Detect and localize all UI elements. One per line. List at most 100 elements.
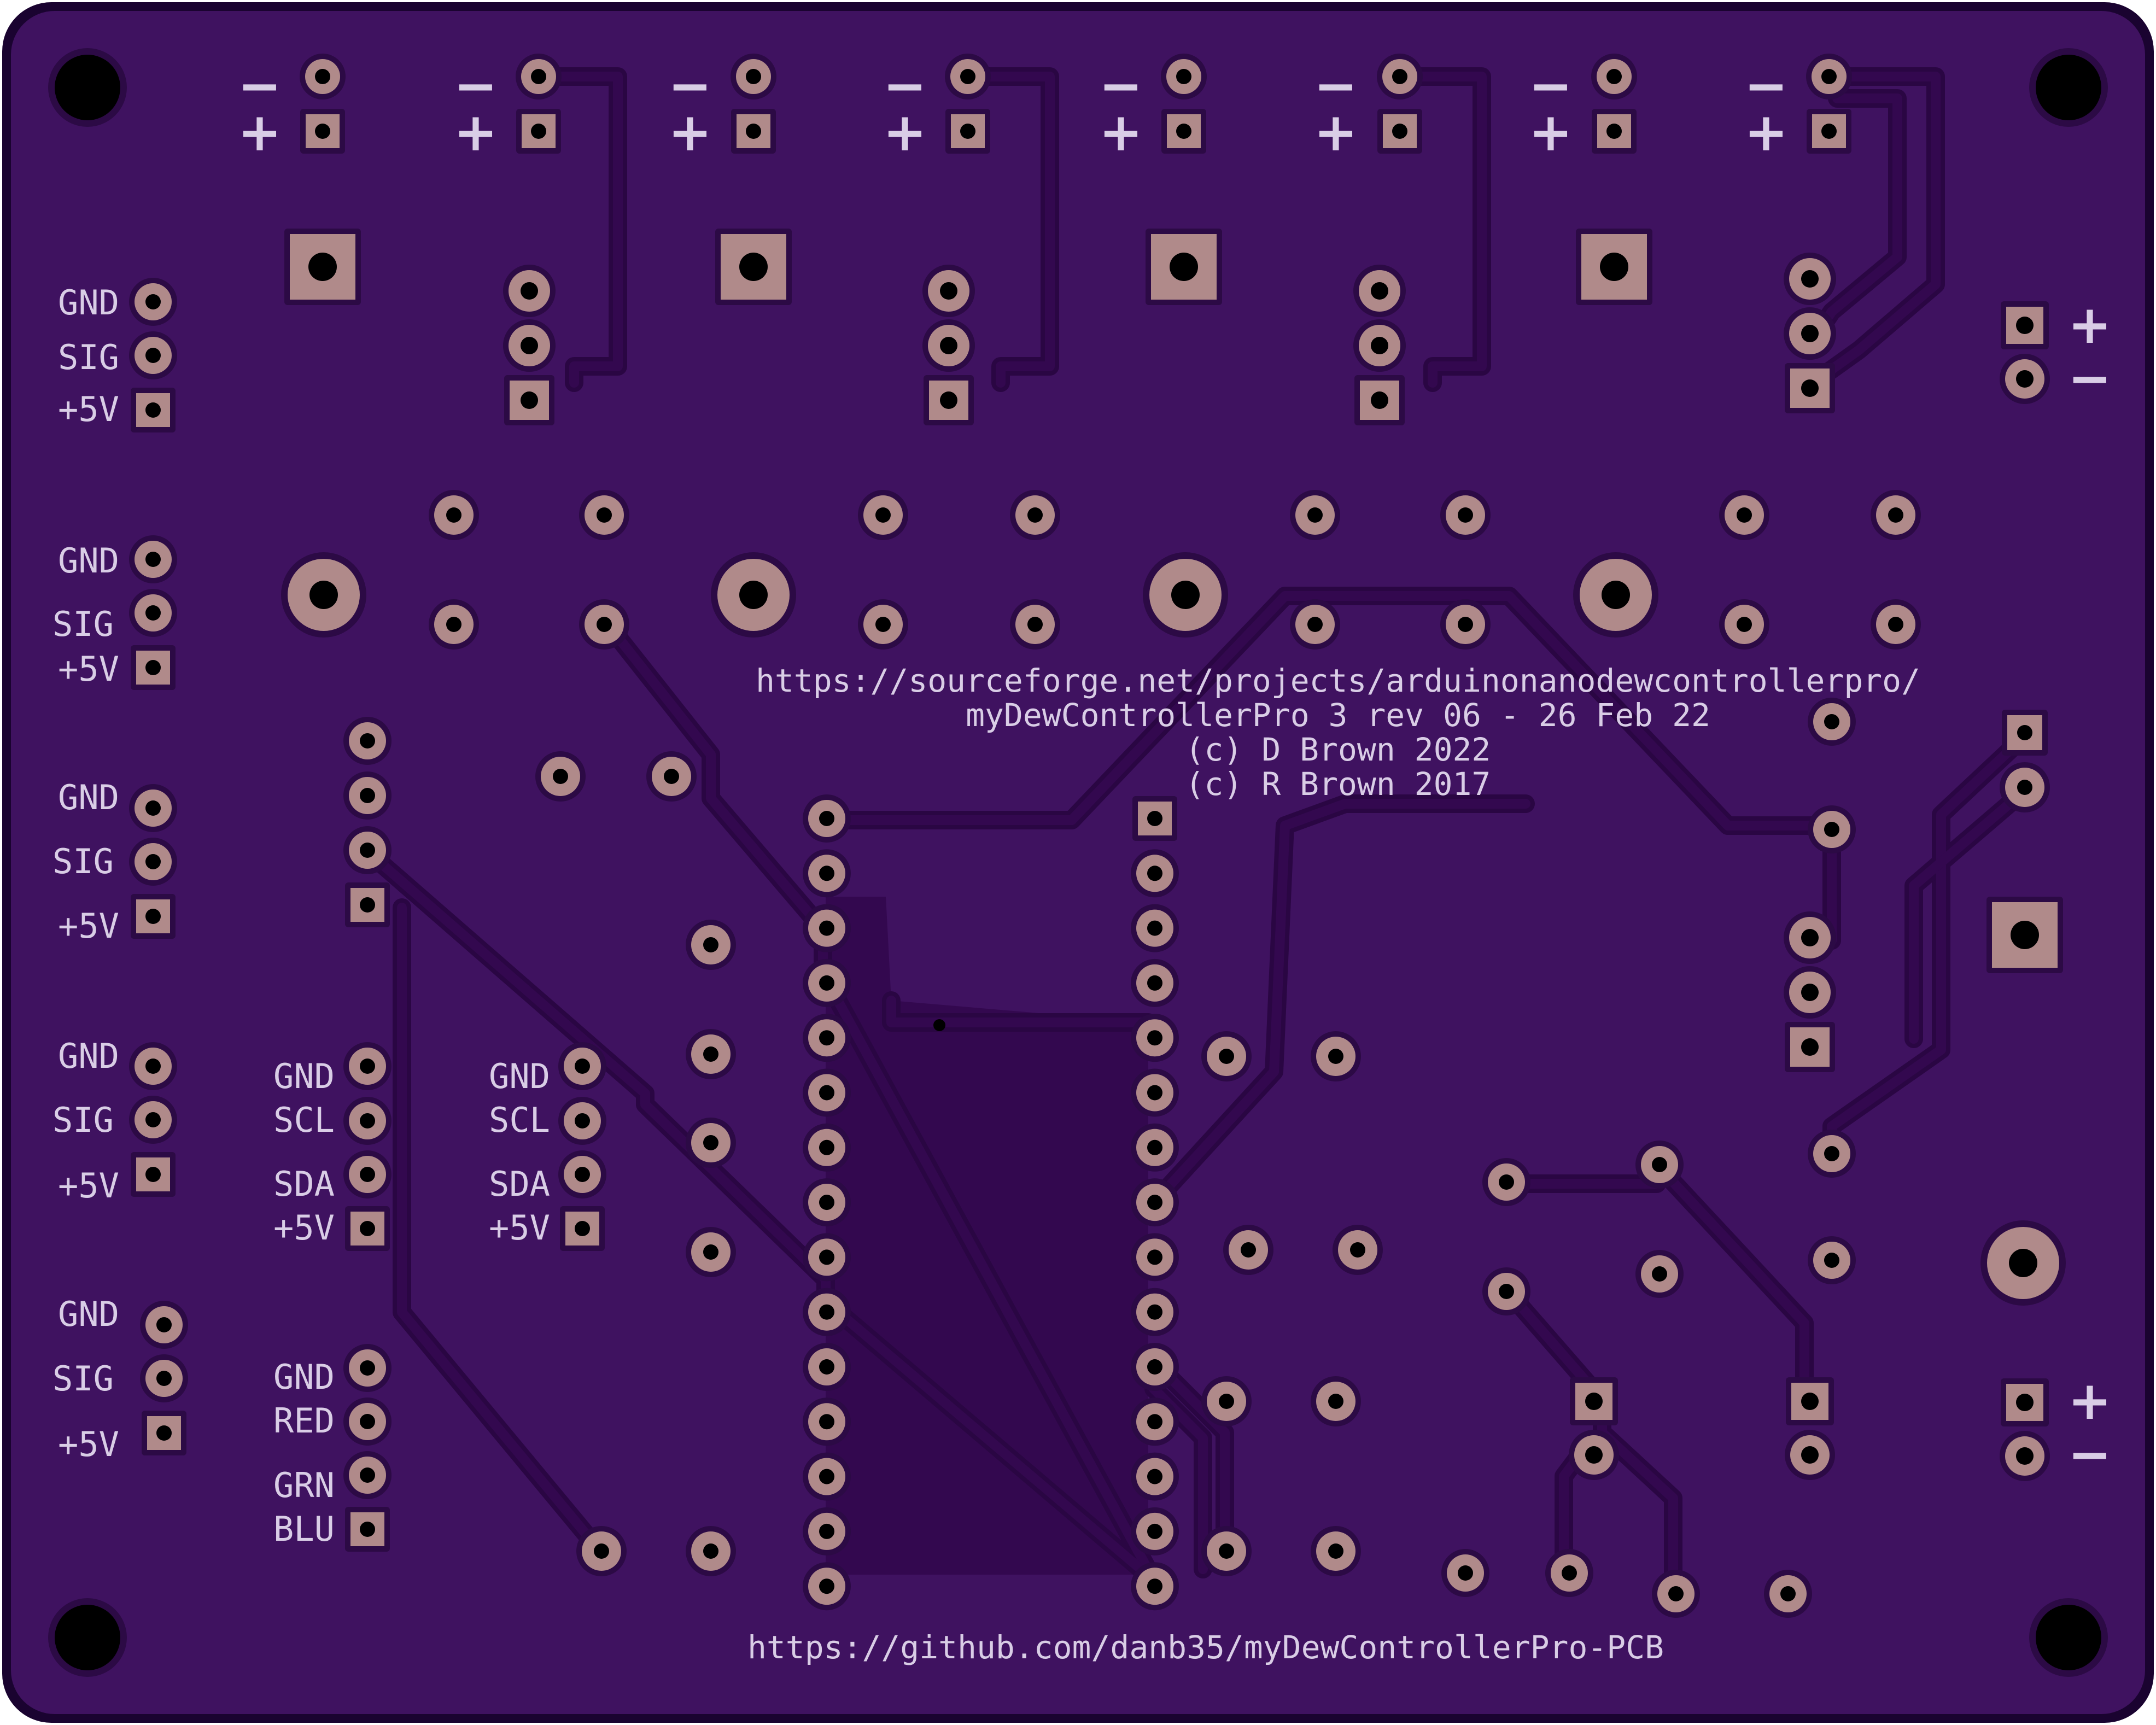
drill-hole <box>1821 69 1837 84</box>
drill-hole <box>145 909 161 924</box>
heater-minus-label: − <box>454 55 498 116</box>
drill-hole <box>1219 1543 1234 1559</box>
copper-trace <box>542 72 623 388</box>
heater-minus-label: − <box>238 55 282 116</box>
drill-hole <box>819 1139 834 1155</box>
copper-trace <box>823 591 1837 831</box>
drill-hole <box>145 552 161 567</box>
drill-hole <box>360 1221 375 1236</box>
drill-hole <box>531 124 546 139</box>
drill-hole <box>703 1046 718 1062</box>
drill-hole <box>1328 1049 1343 1064</box>
drill-hole <box>360 1167 375 1182</box>
drill-hole <box>2016 1394 2034 1411</box>
drill-hole <box>1801 1446 1819 1464</box>
drill-hole <box>1801 929 1819 946</box>
drill-hole <box>360 1467 375 1483</box>
mounting-hole <box>2036 1605 2101 1670</box>
drill-hole <box>703 1135 718 1150</box>
drill-hole <box>575 1059 590 1074</box>
drill-hole <box>819 1414 834 1430</box>
drill-hole <box>1737 507 1752 523</box>
copper-trace <box>1816 72 1941 382</box>
i2c-gnd-label: GND <box>273 1056 335 1096</box>
drill-hole <box>2017 780 2032 795</box>
drill-hole <box>1147 1030 1162 1046</box>
drill-hole <box>875 617 891 632</box>
drill-hole <box>819 1085 834 1101</box>
drill-hole <box>1392 124 1407 139</box>
drill-hole <box>315 69 330 84</box>
drill-hole <box>446 507 461 523</box>
drill-hole <box>1458 1565 1473 1581</box>
rgb-header-labels: GND RED GRN BLU <box>273 1357 335 1549</box>
drill-hole <box>1606 124 1622 139</box>
drill-hole <box>575 1221 590 1236</box>
drill-hole <box>703 1543 718 1559</box>
drill-hole <box>597 507 612 523</box>
drill-hole <box>145 1167 161 1182</box>
drill-hole <box>1147 1578 1162 1594</box>
drill-hole <box>1147 1359 1162 1375</box>
version-text: myDewControllerPro 3 rev 06 - 26 Feb 22 <box>966 697 1710 734</box>
drill-hole <box>1147 975 1162 991</box>
drill-hole <box>531 69 546 84</box>
drill-hole <box>360 1522 375 1537</box>
drill-hole <box>819 1030 834 1046</box>
via <box>933 1019 945 1031</box>
drill-hole <box>960 69 975 84</box>
drill-hole <box>746 69 761 84</box>
drill-hole <box>1241 1242 1256 1258</box>
drill-hole <box>1668 1586 1684 1601</box>
drill-hole <box>1499 1174 1514 1190</box>
drill-hole <box>156 1317 172 1332</box>
drill-hole <box>1652 1266 1667 1282</box>
heater-plus-label: + <box>238 102 282 163</box>
drill-hole <box>1027 507 1043 523</box>
heater-minus-label: − <box>883 55 927 116</box>
copper-trace <box>602 618 1159 1585</box>
drill-hole <box>664 769 679 784</box>
drill-hole <box>156 1371 172 1386</box>
drill-hole <box>819 1523 834 1539</box>
power-minus-label: − <box>2068 1424 2112 1485</box>
drill-hole <box>819 1249 834 1265</box>
heater-plus-label: + <box>883 102 927 163</box>
drill-hole <box>360 1059 375 1074</box>
drill-hole <box>1027 617 1043 632</box>
sensor-5v-label: +5V <box>58 906 119 946</box>
drill-hole <box>2011 921 2039 949</box>
drill-hole <box>1147 811 1162 826</box>
sensor-5v-label: +5V <box>58 1166 119 1206</box>
i2c-5v-label: +5V <box>489 1208 550 1248</box>
heater-plus-label: + <box>1314 102 1358 163</box>
drill-hole <box>145 854 161 869</box>
drill-hole <box>360 1113 375 1128</box>
drill-hole <box>1176 69 1191 84</box>
drill-hole <box>1824 1146 1839 1161</box>
drill-hole <box>1458 507 1473 523</box>
drill-hole <box>521 391 538 409</box>
drill-hole <box>1147 1469 1162 1484</box>
power-plus-label: + <box>2068 294 2112 355</box>
drill-hole <box>145 605 161 621</box>
sensor-sig-label: SIG <box>52 604 114 644</box>
i2c-gnd-label: GND <box>489 1056 550 1096</box>
sensor-gnd-label: GND <box>58 283 119 323</box>
drill-hole <box>819 1304 834 1320</box>
i2c-scl-label: SCL <box>489 1100 550 1140</box>
drill-hole <box>1780 1586 1796 1601</box>
drill-hole <box>2016 370 2034 388</box>
drill-hole <box>739 581 768 609</box>
drill-hole <box>2009 1249 2037 1277</box>
drill-hole <box>1147 1249 1162 1265</box>
drill-hole <box>2017 725 2032 740</box>
sensor-sig-label: SIG <box>52 1100 114 1140</box>
sensor-sig-label: SIG <box>52 1359 114 1399</box>
drill-hole <box>594 1543 609 1559</box>
drill-hole <box>1801 1393 1819 1410</box>
drill-hole <box>1147 1304 1162 1320</box>
drill-hole <box>703 1244 718 1260</box>
drill-hole <box>597 617 612 632</box>
